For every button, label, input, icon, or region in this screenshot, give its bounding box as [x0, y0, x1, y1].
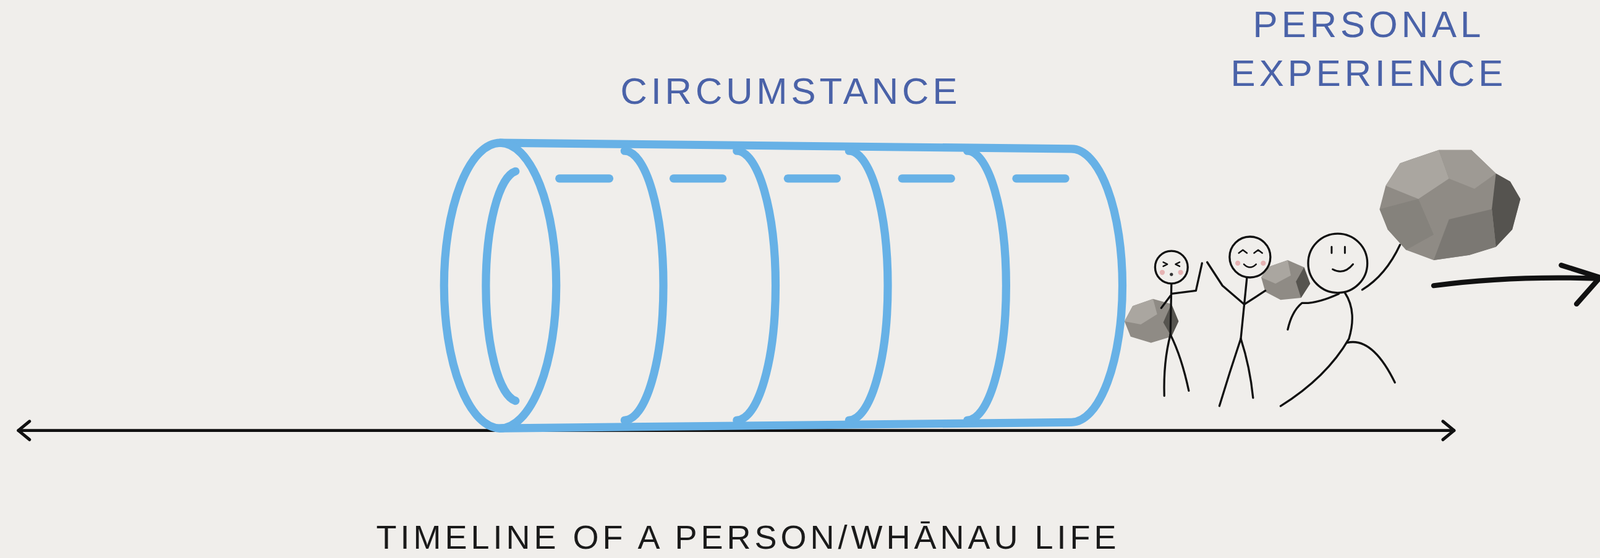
axis-label: TIMELINE OF A PERSON/WHĀNAU LIFE [129, 516, 1367, 558]
figure-head [1229, 236, 1271, 278]
stick-figure [1154, 251, 1202, 396]
tube-end [443, 142, 557, 429]
tube-ring [967, 150, 1007, 421]
rock-facet [1295, 267, 1311, 299]
rock-facet [1438, 150, 1496, 190]
figure-body [1240, 277, 1247, 339]
tube-dash [673, 174, 723, 183]
figure-leg [1240, 338, 1254, 399]
forward-arrow [1433, 265, 1600, 305]
tube-inner-rim [485, 171, 516, 401]
figure-mouth [1332, 264, 1354, 273]
tube-ring [624, 150, 664, 421]
figure-mouth [1243, 264, 1257, 268]
figure-head [1308, 233, 1368, 294]
figure-eyes [1238, 249, 1263, 253]
figure-mouth [1169, 272, 1173, 276]
arrow-line [1433, 278, 1599, 287]
rock [1379, 150, 1521, 261]
figure-leg [1164, 334, 1171, 396]
figure-blush [1159, 270, 1165, 276]
node-heading: CIRCUMSTANCE [438, 69, 1133, 114]
tube-shape [438, 61, 1133, 441]
figure-leg [1219, 338, 1241, 407]
rock-facet [1261, 260, 1291, 284]
rock-body [1379, 150, 1521, 261]
figure-body [1170, 283, 1172, 336]
rock-facet [1124, 299, 1158, 325]
figure-arm [1161, 296, 1171, 309]
tube-dash [559, 174, 610, 183]
rock-facet [1379, 199, 1434, 251]
rock-facet [1491, 173, 1521, 248]
tube-dash [902, 174, 951, 183]
figure-blush [1178, 270, 1184, 276]
tube-body [500, 142, 1123, 429]
figure-arm [1287, 293, 1340, 330]
tube-ring [736, 150, 776, 421]
figure-body [1280, 293, 1353, 407]
section-heading: PERSONAL EXPERIENCE [1214, 0, 1524, 98]
tube-dash [787, 174, 837, 183]
figure-blush [1235, 260, 1241, 266]
figure-leg [1347, 342, 1396, 384]
arrow-head [1561, 265, 1600, 305]
rock-facet [1433, 208, 1497, 261]
figure-head [1154, 251, 1188, 284]
figure-leg [1170, 334, 1189, 391]
tube-dash [1016, 174, 1066, 183]
figure-blush [1260, 260, 1266, 266]
arrow-head [1442, 421, 1455, 441]
rock-facet [1385, 150, 1449, 200]
figure-arm [1245, 290, 1266, 304]
stick-figure [1280, 233, 1400, 407]
circumstance-node: CIRCUMSTANCE [438, 61, 1133, 441]
figure-eyes [1163, 262, 1180, 267]
arrow-head [18, 421, 30, 441]
figure-eyes [1331, 246, 1345, 253]
stick-figure [1207, 236, 1271, 407]
tube-ring [848, 150, 888, 421]
